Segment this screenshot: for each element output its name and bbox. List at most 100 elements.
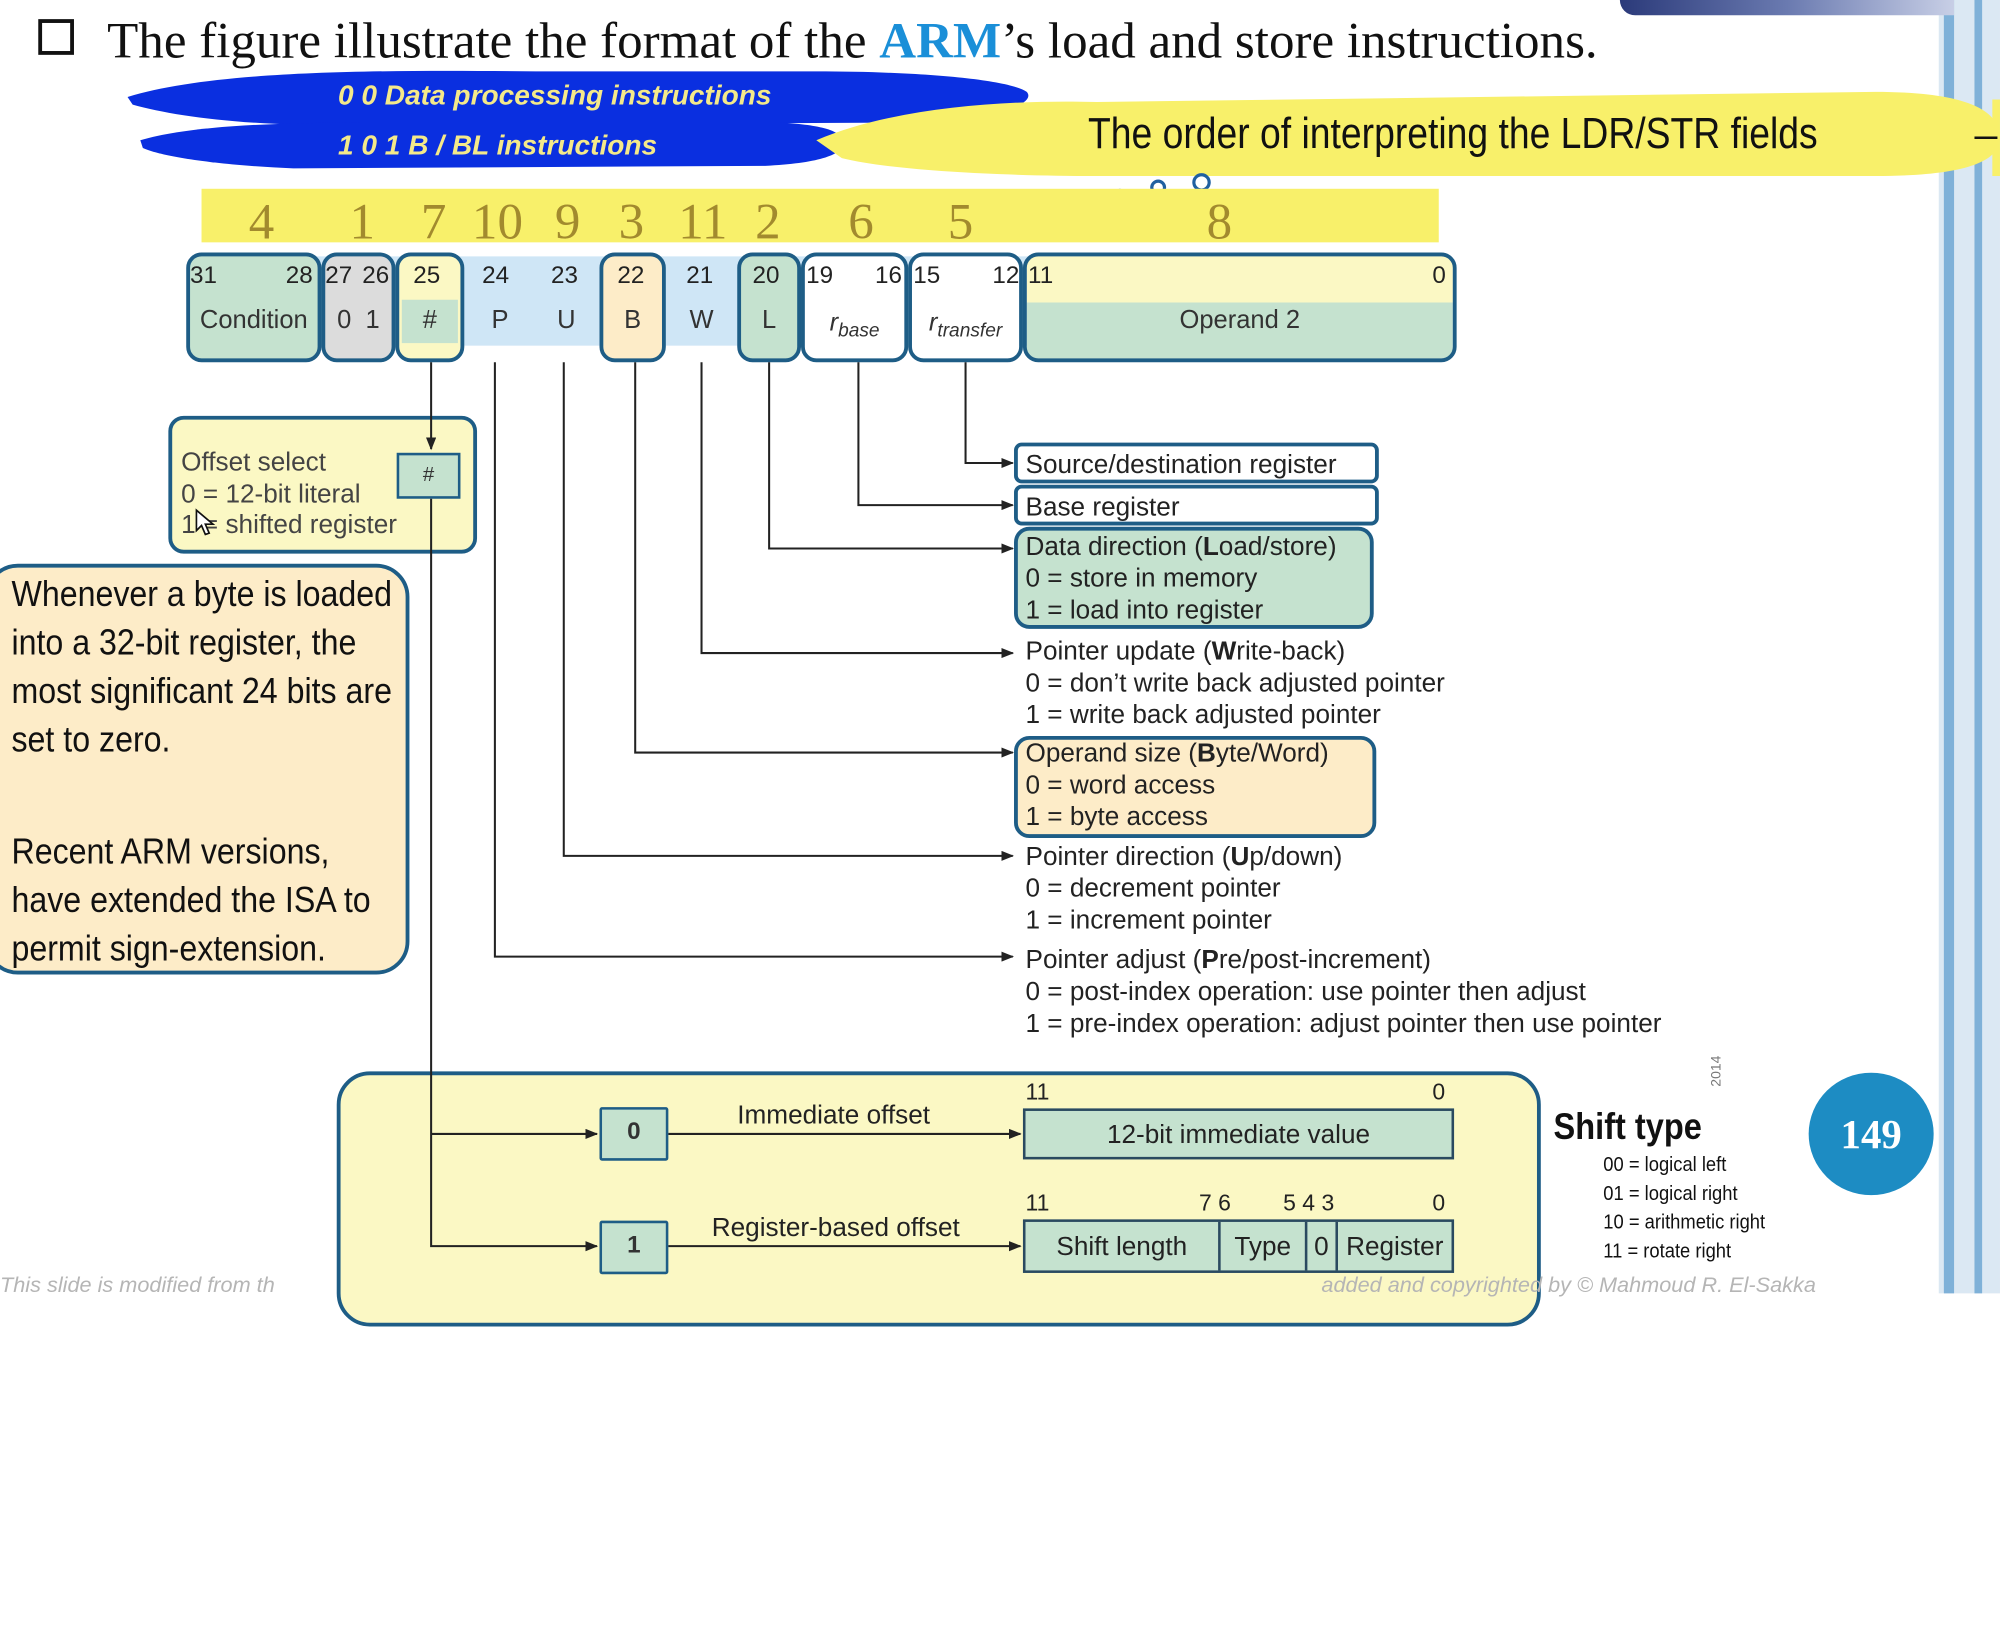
reg-bit-543: 5 4 3 [1283,1190,1335,1216]
order-l: 2 [755,192,781,250]
bit-26: 26 [362,262,390,290]
order-b: 3 [618,192,645,250]
blue-brush-callout-1 [127,70,1029,126]
dest-bw-box [1014,735,1377,839]
callout-data-processing: 0 0 Data processing instructions [338,79,772,111]
dest-rn-box [1014,484,1379,526]
bit-20: 20 [752,262,780,290]
field-type-label: 0 1 [337,306,380,335]
reg-divider [1335,1221,1338,1271]
imm-bit-11: 11 [1025,1079,1050,1105]
callout-order-note: The order of interpreting the LDR/STR fi… [1088,109,1818,159]
imm-field: 12-bit immediate value [1106,1119,1371,1150]
reg-field-type: Type [1234,1232,1292,1262]
order-u: 9 [554,192,581,250]
bit-23: 23 [551,262,578,290]
connector-l [768,362,1015,554]
reg-field-register: Register [1346,1232,1444,1262]
order-op2: 8 [1206,192,1233,250]
reg-bit-76: 7 6 [1198,1190,1231,1216]
dest-ud: Pointer direction (Up/down)0 = decrement… [1025,841,1343,935]
imm-select: 0 [599,1107,669,1161]
shift-type-item: 10 = arithmetic right [1603,1211,1766,1234]
right-edge-stripe [1974,0,1983,1294]
shift-type-item: 00 = logical left [1603,1154,1727,1177]
bit-12: 12 [992,262,1020,290]
field-rtransfer [908,252,1023,363]
blue-brush-callout-2 [140,122,845,169]
connector-lines [426,362,1022,1252]
callout-branch: 1 0 1 B / BL instructions [338,128,658,161]
slide-number: 149 [1808,1072,1934,1196]
byte-note-p2: Recent ARM versions, have extended the I… [11,831,371,969]
field-operand2 [1022,252,1457,363]
shift-type-title: Shift type [1553,1107,1702,1148]
dest-rd-box [1014,442,1379,484]
bit-21: 21 [686,262,714,290]
dest-rn-title: Base register [1025,492,1180,522]
bit-27: 27 [325,262,353,290]
field-operand2-label: Operand 2 [1179,306,1301,335]
callout-graphics [127,70,2000,199]
field-rbase [801,252,909,363]
order-w: 11 [678,192,728,250]
offset-select-hash: # [396,452,461,499]
reg-divider [1304,1221,1308,1271]
reg-bit-0: 0 [1432,1190,1446,1216]
bit-22: 22 [617,262,645,290]
connector-w [700,362,1015,659]
order-hash: 7 [420,192,447,250]
dest-rd-title: Source/destination register [1025,450,1337,480]
field-l [737,252,802,363]
byte-note-p1: Whenever a byte is loaded into a 32-bit … [11,573,393,759]
connector-u [562,362,1015,861]
field-type [321,252,396,363]
connector-p [493,362,1015,962]
heading-arm: ARM [879,11,1002,69]
presenter-video-corner [1619,0,1955,16]
order-band [201,188,1439,243]
connector-rbase [857,362,1015,511]
bit-16: 16 [874,262,902,290]
slide-heading: The figure illustrate the format of the … [38,10,1598,70]
imm-field-box [1022,1108,1455,1160]
bit-28: 28 [285,262,313,290]
field-w-label: W [689,306,714,335]
field-condition [186,252,322,363]
offset-select-l1: 1 = shifted register [181,510,397,540]
reg-divider [1218,1221,1221,1271]
mouse-cursor-icon [195,508,216,536]
bit-31: 31 [190,262,218,290]
bit-15: 15 [913,262,941,290]
connector-hash-down [430,498,599,1252]
shift-type-item: 11 = rotate right [1603,1240,1732,1263]
dest-ldst-box [1014,526,1374,629]
footer-right: added and copyrighted by © Mahmoud R. El… [1321,1272,1816,1298]
field-rbase-label: rbase [829,308,880,342]
order-cond: 4 [248,192,275,250]
order-type: 1 [349,192,375,250]
field-p-label: P [491,306,509,335]
hollow-square-bullet-icon [38,19,74,55]
bit-24: 24 [482,262,510,290]
order-p: 10 [471,192,523,250]
order-rbase: 6 [848,192,874,250]
reg-field-box [1022,1219,1455,1273]
bit-11: 11 [1028,262,1054,290]
bit-19: 19 [806,262,834,290]
bit-0: 0 [1432,262,1446,290]
reg-field-shift: Shift length [1056,1232,1188,1262]
field-rtransfer-label: rtransfer [928,308,1003,342]
field-u-label: U [557,306,576,335]
connector-b [634,362,1015,758]
dest-pp: Pointer adjust (Pre/post-increment)0 = p… [1025,945,1662,1039]
shift-type-list: 00 = logical left 01 = logical right 10 … [1603,1152,1765,1267]
yellow-thought-cloud [816,91,2000,177]
field-hash-label: # [422,306,437,335]
dest-ldst: Data direction (Load/store)0 = store in … [1025,531,1337,625]
dest-wb: Pointer update (Write-back)0 = don’t wri… [1025,636,1445,730]
heading-text-before: The figure illustrate the format of the [107,11,880,69]
field-condition-label: Condition [199,306,308,335]
offset-select-l0: 0 = 12-bit literal [181,479,361,509]
